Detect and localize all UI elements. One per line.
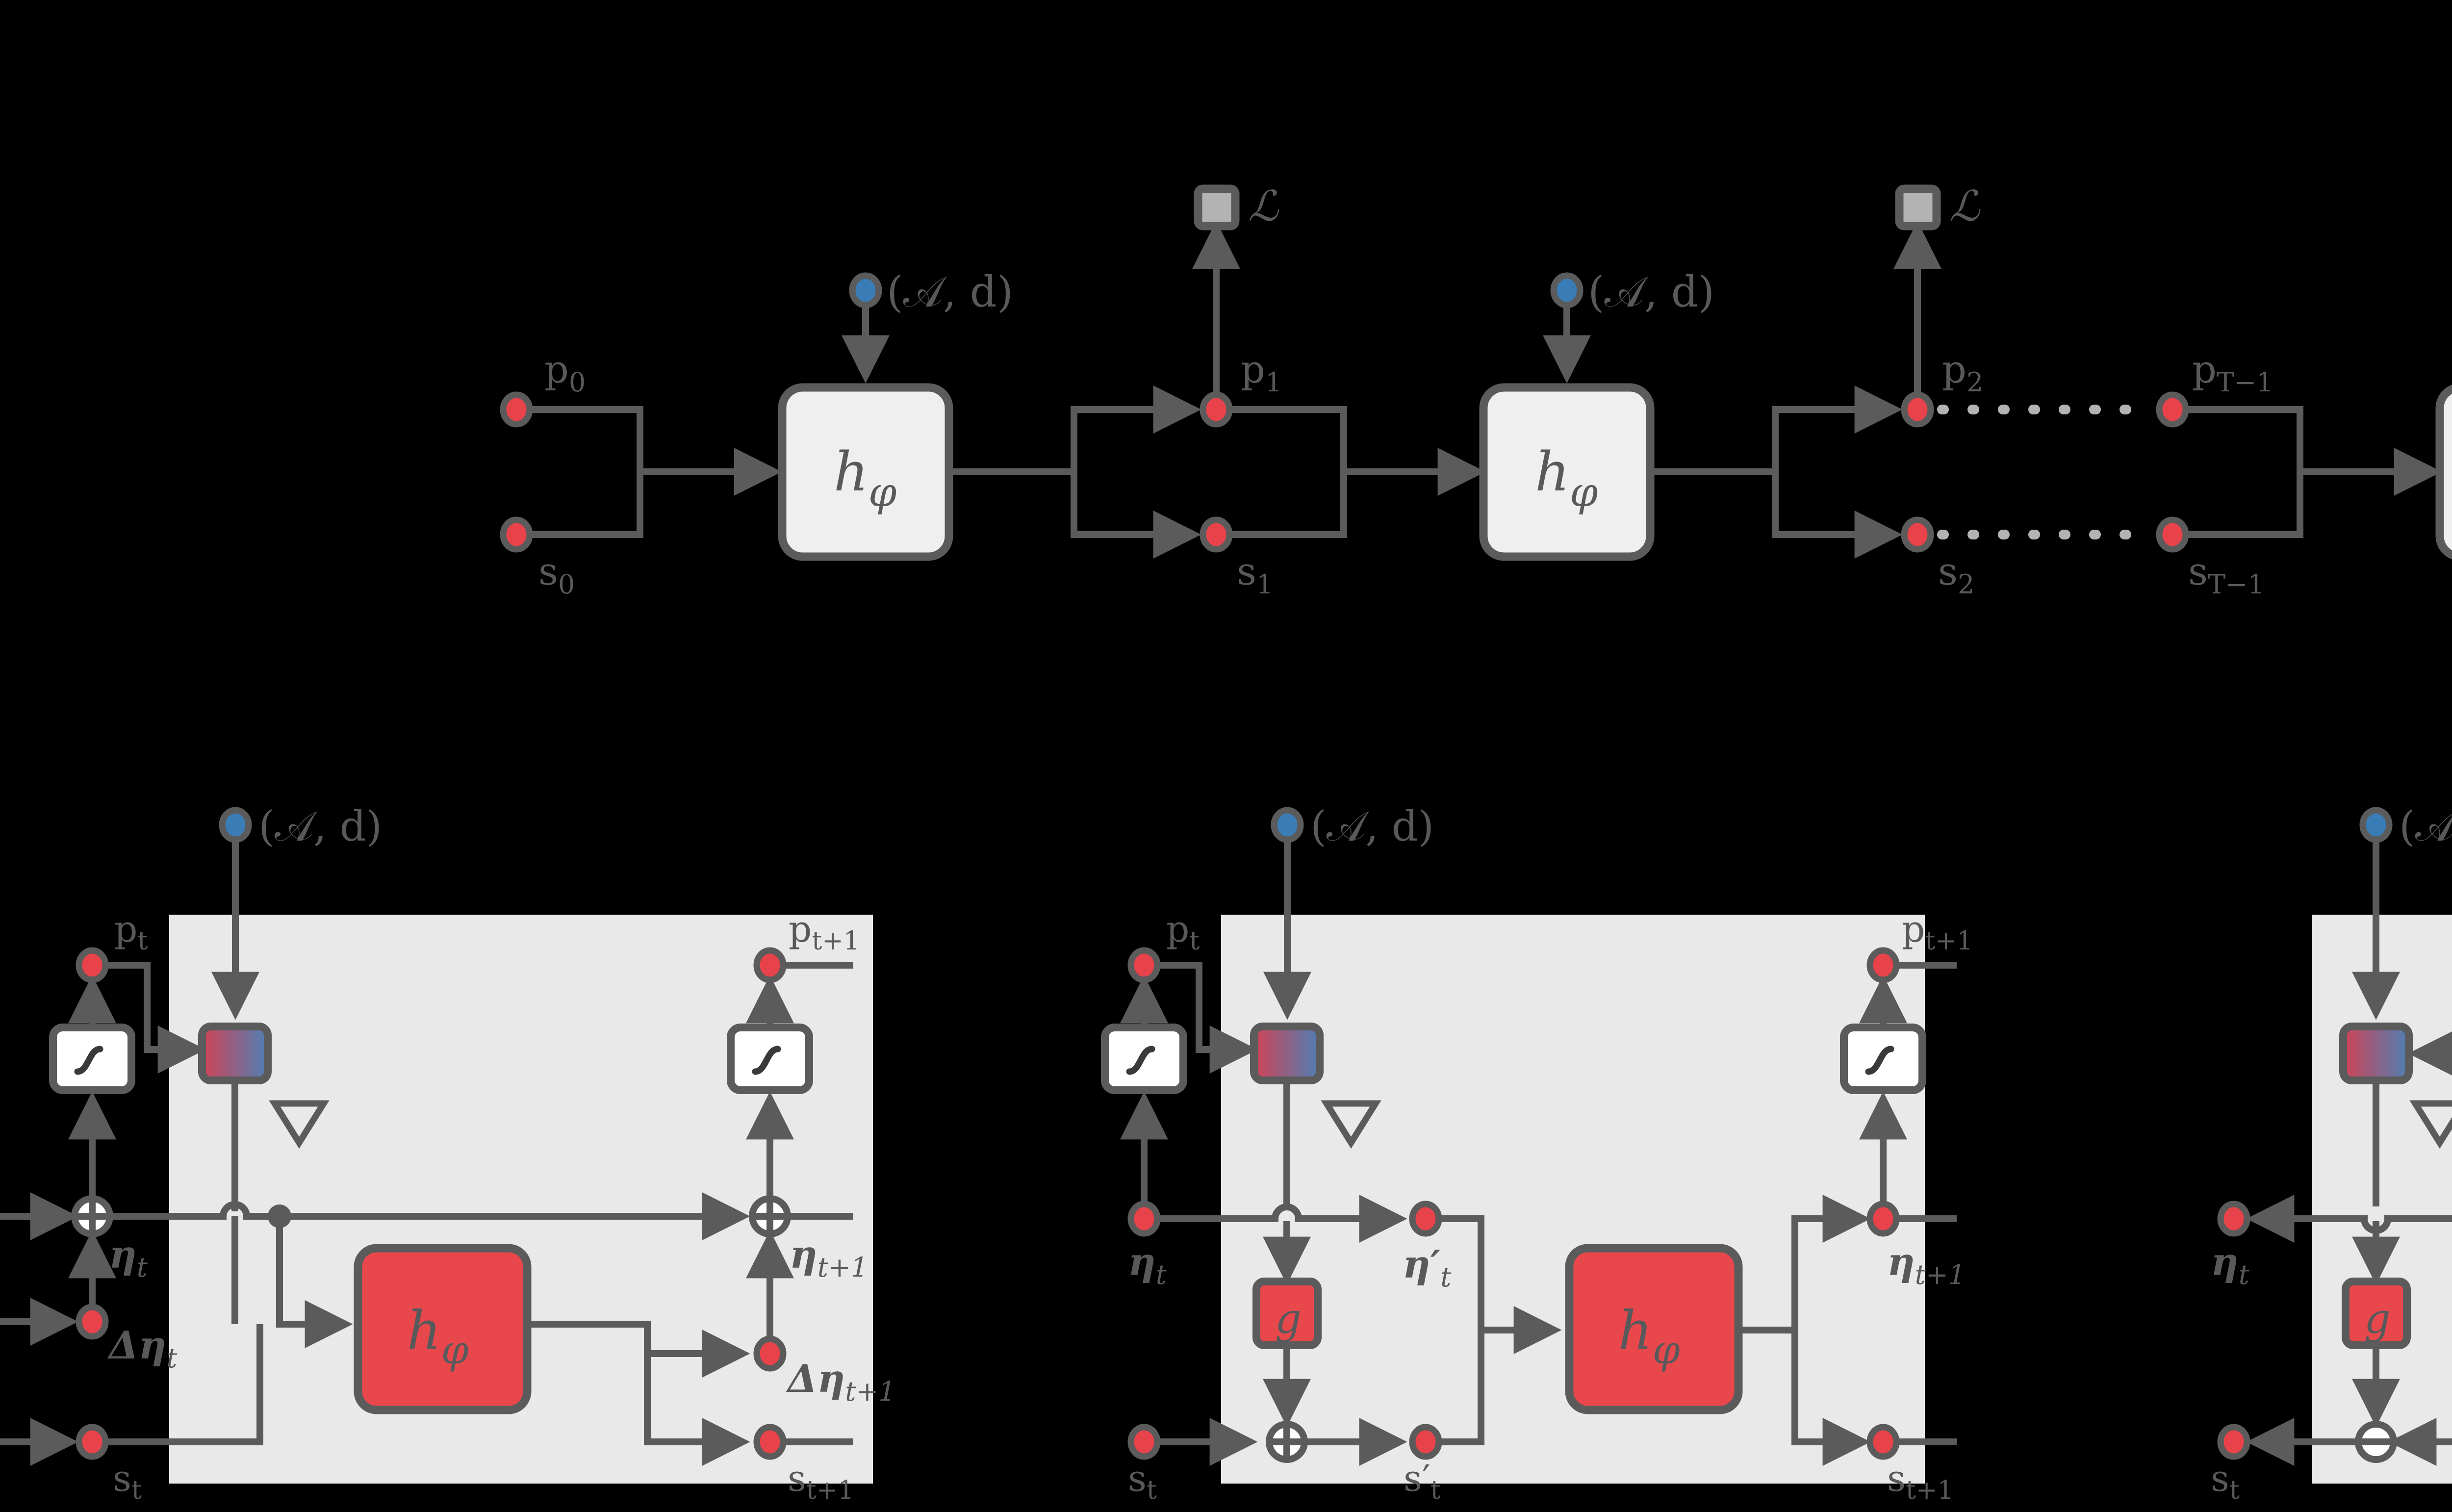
node-s2[interactable]: [1901, 516, 1934, 553]
loss-label-2: ℒ: [1949, 182, 1981, 231]
label-delta-eta-t-a: Δηt: [107, 1323, 178, 1374]
module-label-2: hφ: [1535, 440, 1598, 516]
panel-a: (𝒜, d) pt ηt Δηt st: [0, 802, 895, 1505]
label-s-t1-a: st+1: [788, 1458, 854, 1505]
chain-module-1: (𝒜, d) hφ: [778, 268, 1201, 561]
chain-module-2: (𝒜, d) hφ: [1479, 268, 1903, 561]
chain-step-1: ℒ p1 s1: [1192, 182, 1486, 600]
chain-module-3: (𝒜, d) hφ: [2435, 384, 2452, 560]
chain-step-2: ℒ p2 s2: [1893, 182, 2153, 600]
loss-label-1: ℒ: [1248, 182, 1279, 231]
gate-label-b: g: [1275, 1295, 1302, 1343]
node-s-t1-a[interactable]: [753, 1424, 787, 1460]
label-pT-1: pT−1: [2192, 348, 2273, 398]
label-s-prime-t-b: s′t: [1404, 1458, 1441, 1505]
node-s-t-b[interactable]: [1127, 1424, 1161, 1460]
label-delta-eta-t1-a: Δηt+1: [786, 1357, 895, 1407]
context-label-1: (𝒜, d): [887, 268, 1013, 317]
label-s0: s0: [538, 550, 575, 600]
loss-box-1[interactable]: [1194, 184, 1240, 231]
node-p1[interactable]: [1200, 391, 1233, 428]
panel-c: (𝒜, d) pt ηt η′t g st s′t: [2211, 802, 2452, 1505]
node-sT-1[interactable]: [2156, 516, 2189, 553]
node-eta-t-c[interactable]: [2217, 1201, 2250, 1237]
grad-triangle-b: [1321, 1100, 1381, 1149]
node-s-prime-t-b[interactable]: [1409, 1424, 1442, 1460]
label-s-t1-b: st+1: [1887, 1458, 1954, 1505]
label-p0: p0: [544, 348, 586, 398]
node-eta-prime-t-b[interactable]: [1409, 1201, 1442, 1237]
label-s2: s2: [1938, 550, 1974, 600]
node-s-t-c[interactable]: [2217, 1424, 2250, 1460]
context-node-2[interactable]: [1550, 272, 1584, 308]
context-node-1[interactable]: [849, 272, 882, 308]
label-eta-prime-t-b: η′t: [1403, 1242, 1452, 1293]
module-label-b: hφ: [1618, 1300, 1680, 1373]
node-eta-t-b[interactable]: [1127, 1201, 1161, 1237]
context-label-c: (𝒜, d): [2399, 802, 2452, 850]
label-p1: p1: [1241, 348, 1282, 398]
grad-triangle-a: [269, 1100, 330, 1149]
chain-step-T-1: pT−1 sT−1: [2156, 348, 2442, 600]
context-label-2: (𝒜, d): [1588, 268, 1714, 317]
node-s-t1-b[interactable]: [1866, 1424, 1900, 1460]
label-s-t-c: st: [2211, 1458, 2240, 1505]
label-s-t-b: st: [1128, 1458, 1157, 1505]
label-p-t-a: pt: [114, 908, 148, 956]
node-p0[interactable]: [500, 391, 533, 428]
context-node-b[interactable]: [1271, 807, 1304, 843]
node-s1[interactable]: [1200, 516, 1233, 553]
node-p-t-a[interactable]: [76, 947, 109, 983]
context-node-a[interactable]: [219, 807, 252, 843]
gradient-module-c[interactable]: [2339, 1023, 2413, 1084]
panel-c-background: [2312, 915, 2452, 1484]
gate-label-c: g: [2364, 1295, 2391, 1343]
node-s0[interactable]: [500, 516, 533, 553]
module-h-phi-3[interactable]: [2435, 384, 2452, 560]
grad-triangle-c: [2409, 1100, 2452, 1149]
context-node-c[interactable]: [2359, 807, 2393, 843]
label-p-t1-b: pt+1: [1902, 908, 1973, 956]
chain-step-0: p0 s0: [500, 348, 782, 600]
node-eta-t1-b[interactable]: [1866, 1201, 1900, 1237]
gradient-module-a[interactable]: [198, 1023, 272, 1084]
label-eta-t1-b: ηt+1: [1887, 1240, 1966, 1290]
node-p-t1-a[interactable]: [753, 947, 787, 983]
node-p-t1-b[interactable]: [1866, 947, 1900, 983]
label-p-t1-a: pt+1: [789, 908, 860, 956]
label-sT-1: sT−1: [2188, 550, 2265, 600]
label-s1: s1: [1237, 550, 1273, 600]
module-label-a: hφ: [407, 1300, 469, 1373]
gradient-module-b[interactable]: [1250, 1023, 1324, 1084]
label-eta-t-b: ηt: [1128, 1240, 1167, 1290]
node-p2[interactable]: [1901, 391, 1934, 428]
node-delta-eta-t-a[interactable]: [76, 1304, 109, 1340]
node-s-t-a[interactable]: [76, 1424, 109, 1460]
label-s-t-a: st: [113, 1458, 142, 1505]
label-p-t-b: pt: [1166, 908, 1200, 956]
node-delta-eta-t1-a[interactable]: [753, 1335, 787, 1372]
loss-box-2[interactable]: [1895, 184, 1941, 231]
panel-b: (𝒜, d) pt ηt g η′t st s′t hφ: [1101, 802, 1973, 1505]
label-eta-t-c: ηt: [2211, 1240, 2250, 1290]
label-p2: p2: [1942, 348, 1983, 398]
module-label-1: hφ: [834, 440, 897, 516]
module-h-phi-a[interactable]: [354, 1244, 532, 1414]
context-label-a: (𝒜, d): [258, 802, 382, 850]
top-unrolled-row: p0 s0 (𝒜, d) hφ ℒ p1 s1 (: [500, 182, 2452, 600]
context-label-b: (𝒜, d): [1310, 802, 1434, 850]
node-pT-1[interactable]: [2156, 391, 2189, 428]
node-p-t-b[interactable]: [1127, 947, 1161, 983]
label-eta-t1-a: ηt+1: [790, 1232, 868, 1283]
